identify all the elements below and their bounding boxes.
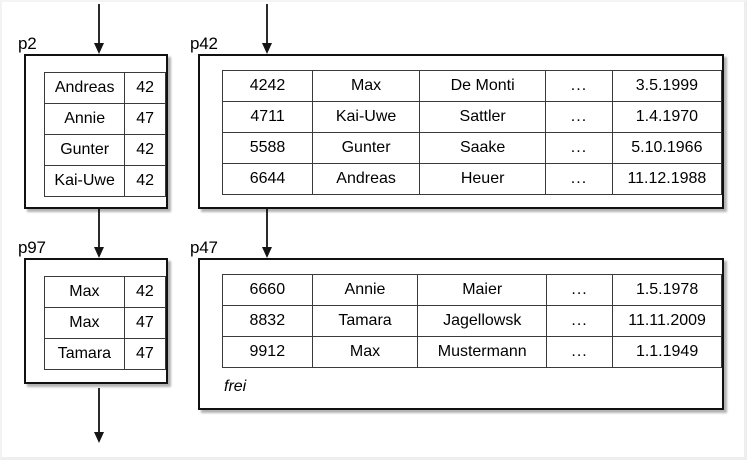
cell-firstname: Kai-Uwe bbox=[312, 101, 421, 133]
cell-firstname: Gunter bbox=[312, 132, 421, 164]
page-label-p2: p2 bbox=[18, 34, 37, 53]
arrow-shaft bbox=[98, 4, 100, 45]
arrow-shaft bbox=[266, 4, 268, 45]
table-row: 6644 Andreas Heuer ... 11.12.1988 bbox=[221, 163, 723, 195]
cell-date: 1.1.1949 bbox=[612, 336, 722, 368]
cell-more: ... bbox=[545, 305, 614, 337]
cell-lastname: Jagellowsk bbox=[417, 305, 547, 337]
cell-firstname: Andreas bbox=[312, 163, 421, 195]
cell-value: 42 bbox=[124, 165, 166, 197]
arrow-shaft bbox=[98, 207, 100, 249]
cell-id: 6660 bbox=[222, 274, 313, 306]
cell-name: Annie bbox=[43, 103, 126, 135]
cell-value: 42 bbox=[124, 134, 166, 166]
table-row: Tamara 47 bbox=[44, 338, 167, 370]
cell-more: ... bbox=[545, 336, 614, 368]
table-row: 9912 Max Mustermann ... 1.1.1949 bbox=[222, 336, 722, 368]
table-row: 4242 Max De Monti ... 3.5.1999 bbox=[221, 70, 723, 102]
cell-value: 47 bbox=[123, 307, 167, 339]
cell-value: 42 bbox=[123, 276, 167, 308]
cell-lastname: Mustermann bbox=[417, 336, 547, 368]
cell-more: ... bbox=[545, 163, 613, 195]
table-row: Annie 47 bbox=[43, 103, 166, 135]
cell-value: 47 bbox=[124, 103, 166, 135]
cell-date: 11.11.2009 bbox=[612, 305, 722, 337]
table-row: 8832 Tamara Jagellowsk ... 11.11.2009 bbox=[222, 305, 722, 337]
table-row: Max 47 bbox=[44, 307, 167, 339]
cell-date: 1.5.1978 bbox=[612, 274, 722, 306]
cell-more: ... bbox=[545, 274, 614, 306]
arrow-head bbox=[94, 247, 104, 258]
page-box-p2: Andreas 42 Annie 47 Gunter 42 Kai-Uwe 42 bbox=[24, 54, 168, 209]
cell-lastname: Saake bbox=[419, 132, 547, 164]
cell-lastname: Heuer bbox=[419, 163, 547, 195]
table-row: 5588 Gunter Saake ... 5.10.1966 bbox=[221, 132, 723, 164]
cell-date: 11.12.1988 bbox=[611, 163, 723, 195]
data-table-p42: 4242 Max De Monti ... 3.5.1999 4711 Kai-… bbox=[221, 70, 723, 195]
cell-name: Kai-Uwe bbox=[43, 165, 126, 197]
arrow-head bbox=[262, 43, 272, 54]
cell-name: Gunter bbox=[43, 134, 126, 166]
cell-id: 9912 bbox=[222, 336, 313, 368]
cell-name: Max bbox=[44, 276, 125, 308]
table-row: Gunter 42 bbox=[43, 134, 166, 166]
arrow-shaft bbox=[266, 207, 268, 249]
table-row: Andreas 42 bbox=[43, 72, 166, 104]
page-label-p97: p97 bbox=[18, 238, 46, 257]
cell-id: 5588 bbox=[221, 132, 314, 164]
arrow-head bbox=[262, 247, 272, 258]
cell-id: 6644 bbox=[221, 163, 314, 195]
arrow-head bbox=[94, 432, 104, 443]
cell-more: ... bbox=[545, 70, 613, 102]
cell-lastname: Maier bbox=[417, 274, 547, 306]
index-table-p97: Max 42 Max 47 Tamara 47 bbox=[44, 276, 167, 370]
cell-more: ... bbox=[545, 101, 613, 133]
cell-name: Andreas bbox=[43, 72, 126, 104]
cell-lastname: De Monti bbox=[419, 70, 547, 102]
cell-firstname: Tamara bbox=[311, 305, 419, 337]
cell-id: 4711 bbox=[221, 101, 314, 133]
cell-date: 3.5.1999 bbox=[611, 70, 723, 102]
cell-date: 1.4.1970 bbox=[611, 101, 723, 133]
cell-lastname: Sattler bbox=[419, 101, 547, 133]
cell-firstname: Max bbox=[311, 336, 419, 368]
page-box-p42: 4242 Max De Monti ... 3.5.1999 4711 Kai-… bbox=[198, 54, 724, 209]
cell-firstname: Max bbox=[312, 70, 421, 102]
cell-value: 42 bbox=[124, 72, 166, 104]
table-row: 6660 Annie Maier ... 1.5.1978 bbox=[222, 274, 722, 306]
page-label-p47: p47 bbox=[190, 238, 218, 257]
cell-name: Tamara bbox=[44, 338, 125, 370]
cell-value: 47 bbox=[123, 338, 167, 370]
table-row: Kai-Uwe 42 bbox=[43, 165, 166, 197]
cell-firstname: Annie bbox=[311, 274, 419, 306]
page-label-p42: p42 bbox=[190, 34, 218, 53]
cell-id: 4242 bbox=[221, 70, 314, 102]
page-box-p47: 6660 Annie Maier ... 1.5.1978 8832 Tamar… bbox=[198, 258, 724, 410]
table-row: Max 42 bbox=[44, 276, 167, 308]
data-table-p47: 6660 Annie Maier ... 1.5.1978 8832 Tamar… bbox=[222, 274, 722, 368]
table-row: 4711 Kai-Uwe Sattler ... 1.4.1970 bbox=[221, 101, 723, 133]
cell-id: 8832 bbox=[222, 305, 313, 337]
index-table-p2: Andreas 42 Annie 47 Gunter 42 Kai-Uwe 42 bbox=[43, 72, 166, 197]
cell-more: ... bbox=[545, 132, 613, 164]
cell-date: 5.10.1966 bbox=[611, 132, 723, 164]
cell-name: Max bbox=[44, 307, 125, 339]
free-space-label: frei bbox=[224, 378, 247, 395]
arrow-shaft bbox=[98, 388, 100, 434]
arrow-head bbox=[94, 43, 104, 54]
page-box-p97: Max 42 Max 47 Tamara 47 bbox=[24, 258, 168, 384]
